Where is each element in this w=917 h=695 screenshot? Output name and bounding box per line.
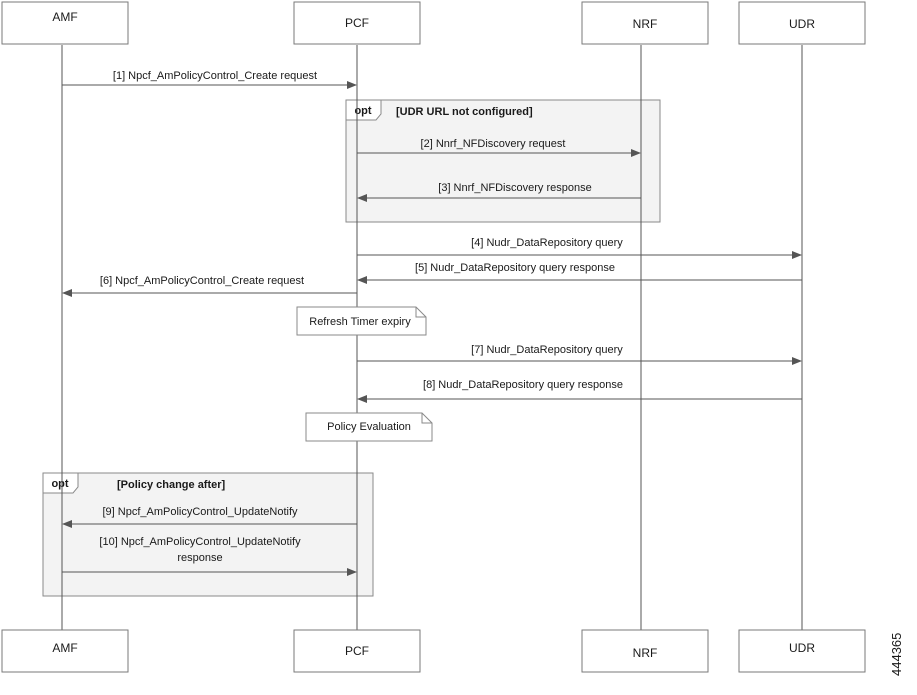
participant-nrf-bottom: NRF (581, 629, 709, 673)
message-9: [9] Npcf_AmPolicyControl_UpdateNotify (62, 506, 357, 528)
participant-amf-bottom: AMF (1, 629, 129, 673)
message-label: [6] Npcf_AmPolicyControl_Create request (100, 275, 304, 287)
message-5: [5] Nudr_DataRepository query response (357, 262, 802, 284)
note-policy-evaluation: Policy Evaluation (305, 412, 433, 442)
message-label-line2: response (177, 552, 222, 564)
message-label: [4] Nudr_DataRepository query (471, 237, 623, 249)
figure-id: 444365 (889, 633, 904, 676)
message-8: [8] Nudr_DataRepository query response (357, 379, 802, 403)
note-text: Policy Evaluation (327, 421, 411, 433)
participant-pcf-bottom: PCF (293, 629, 421, 673)
message-1: [1] Npcf_AmPolicyControl_Create request (62, 70, 357, 89)
opt-fragment-policy-change: opt [Policy change after] (42, 472, 374, 597)
message-7: [7] Nudr_DataRepository query (357, 344, 802, 365)
fragment-condition: [UDR URL not configured] (396, 106, 533, 118)
participant-label: NRF (633, 646, 658, 660)
message-6: [6] Npcf_AmPolicyControl_Create request (62, 275, 357, 297)
opt-fragment-udr-url: opt [UDR URL not configured] (345, 99, 661, 223)
message-label: [5] Nudr_DataRepository query response (415, 262, 615, 274)
participant-pcf-top: PCF (293, 1, 421, 45)
participant-label: UDR (789, 641, 815, 655)
participant-label: AMF (52, 641, 77, 655)
message-label: [10] Npcf_AmPolicyControl_UpdateNotify (99, 536, 301, 548)
message-label: [2] Nnrf_NFDiscovery request (421, 138, 566, 150)
message-3: [3] Nnrf_NFDiscovery response (357, 182, 641, 202)
participant-label: NRF (633, 17, 658, 31)
participant-label: PCF (345, 16, 369, 30)
message-label: [3] Nnrf_NFDiscovery response (438, 182, 591, 194)
message-4: [4] Nudr_DataRepository query (357, 237, 802, 259)
participant-udr-bottom: UDR (738, 629, 866, 673)
fragment-condition: [Policy change after] (117, 479, 226, 491)
message-label: [1] Npcf_AmPolicyControl_Create request (113, 70, 317, 82)
message-label: [9] Npcf_AmPolicyControl_UpdateNotify (102, 506, 298, 518)
fragment-keyword: opt (51, 478, 68, 490)
message-2: [2] Nnrf_NFDiscovery request (357, 138, 641, 157)
participant-label: UDR (789, 17, 815, 31)
note-refresh-timer: Refresh Timer expiry (296, 306, 427, 336)
message-10: [10] Npcf_AmPolicyControl_UpdateNotify r… (62, 536, 357, 576)
fragment-keyword: opt (354, 105, 371, 117)
participant-amf-top: AMF (1, 1, 129, 45)
participant-label: AMF (52, 10, 77, 24)
message-label: [8] Nudr_DataRepository query response (423, 379, 623, 391)
note-text: Refresh Timer expiry (309, 316, 411, 328)
participant-label: PCF (345, 644, 369, 658)
message-label: [7] Nudr_DataRepository query (471, 344, 623, 356)
participant-udr-top: UDR (738, 1, 866, 45)
participant-nrf-top: NRF (581, 1, 709, 45)
